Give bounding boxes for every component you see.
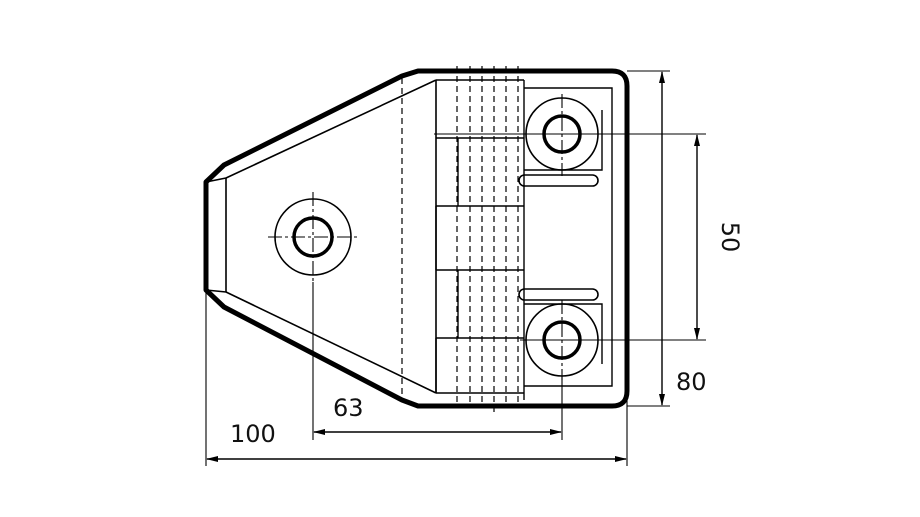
slot-lower <box>518 288 599 301</box>
right-leaf-notch-bottom <box>524 303 603 364</box>
bevel-bottom <box>225 291 437 394</box>
hinge-knuckles <box>435 79 525 400</box>
bevel-corner-top <box>205 177 227 183</box>
dimension-label-100: 100 <box>230 420 276 448</box>
slots <box>518 174 599 301</box>
knuckle-center <box>435 206 524 271</box>
right-leaf-inner <box>524 87 613 387</box>
knuckle-lower-mid <box>436 270 524 339</box>
knuckle-bottom <box>435 338 524 394</box>
hinge-outline <box>203 68 630 409</box>
knuckle-top <box>436 79 524 139</box>
hidden-lines <box>401 66 519 412</box>
knuckle-upper-mid <box>436 138 524 207</box>
right-leaf-notch-top <box>524 110 603 171</box>
slot-upper <box>518 174 599 187</box>
dimension-lines <box>206 71 700 462</box>
right-leaf-frame <box>524 87 613 387</box>
dimension-label-80: 80 <box>676 368 707 396</box>
bevel-top <box>225 79 437 179</box>
bevel-corner-bottom <box>205 289 227 293</box>
extension-lines <box>205 70 706 466</box>
dimension-label-50: 50 <box>716 222 744 253</box>
outer-contour <box>203 68 630 409</box>
dimension-label-63: 63 <box>333 394 364 422</box>
